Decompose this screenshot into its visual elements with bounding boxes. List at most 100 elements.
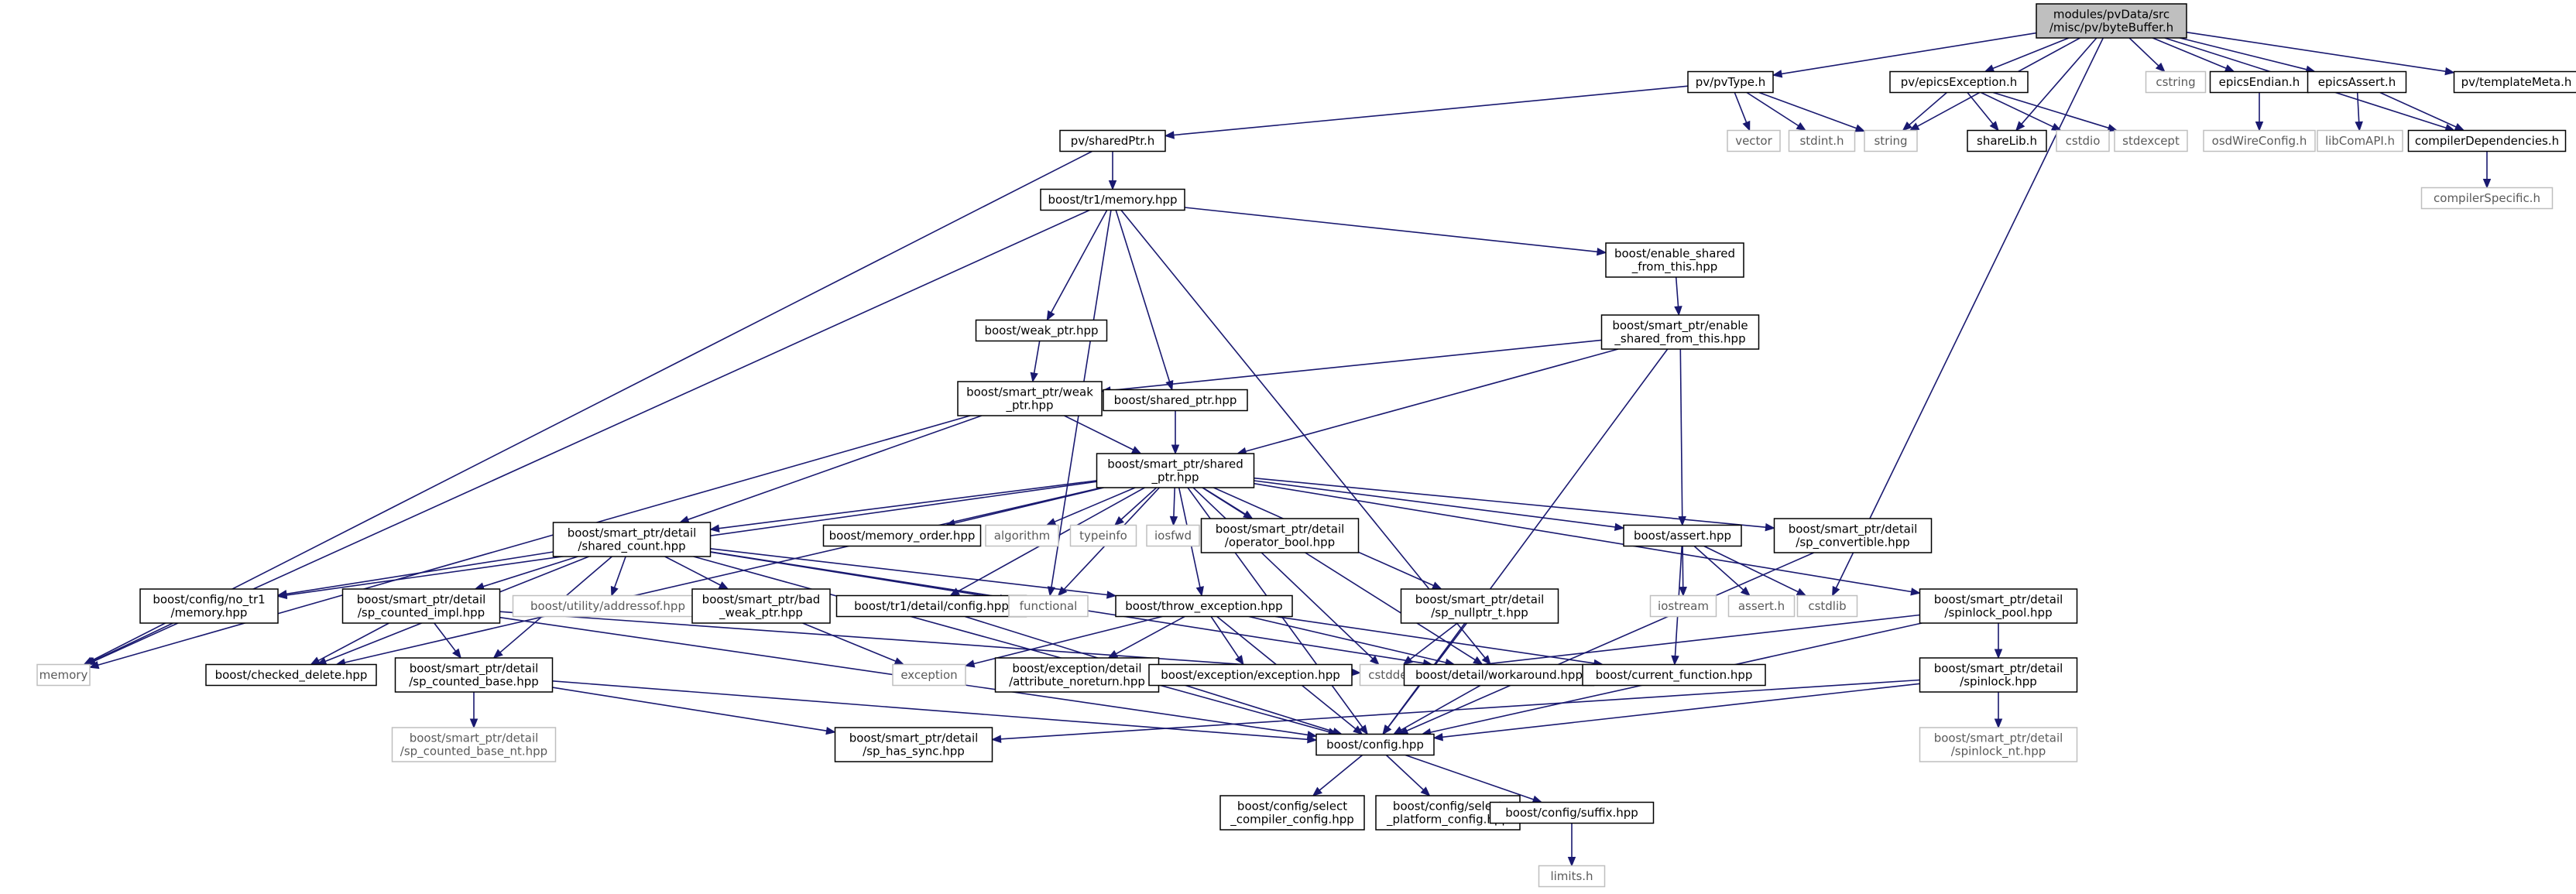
graph-node-assert[interactable]: boost/assert.hpp	[1623, 524, 1742, 547]
edge-compilerDependencies-to-compilerSpecific	[2482, 151, 2492, 189]
graph-node-memory: memory	[36, 663, 91, 687]
edge-sp-shared-ptr-to-sp-convertible	[1254, 477, 1775, 532]
graph-node-checked-delete[interactable]: boost/checked_delete.hpp	[205, 663, 377, 687]
graph-node-sp-weak-ptr[interactable]: boost/smart_ptr/weak_ptr.hpp	[957, 381, 1103, 416]
node-box	[2407, 129, 2567, 152]
graph-node-no-tr1-memory[interactable]: boost/config/no_tr1/memory.hpp	[139, 588, 279, 624]
graph-node-spinlock-pool[interactable]: boost/smart_ptr/detail/spinlock_pool.hpp	[1919, 588, 2078, 624]
node-label: functional	[1020, 599, 1078, 613]
edge-arrowhead	[1359, 724, 1368, 735]
graph-node-throw-exception[interactable]: boost/throw_exception.hpp	[1115, 594, 1293, 618]
node-label: /misc/pv/byteBuffer.h	[2049, 21, 2173, 35]
graph-node-workaround[interactable]: boost/detail/workaround.hpp	[1403, 663, 1595, 687]
node-label: _ptr.hpp	[1151, 471, 1199, 485]
edge-sp-nullptr-t-to-cstddef	[1402, 622, 1458, 666]
node-box	[1200, 518, 1360, 553]
edge-sp-shared-ptr-to-workaround	[1202, 487, 1484, 666]
graph-node-operator-bool[interactable]: boost/smart_ptr/detail/operator_bool.hpp	[1200, 518, 1360, 553]
node-box	[1582, 663, 1766, 687]
node-label: boost/smart_ptr/detail	[1934, 593, 2063, 608]
node-label: boost/config/suffix.hpp	[1505, 806, 1638, 820]
edge-arrowhead	[894, 657, 905, 665]
node-label: /shared_count.hpp	[578, 539, 685, 554]
graph-node-spinlock[interactable]: boost/smart_ptr/detail/spinlock.hpp	[1919, 657, 2078, 693]
node-label: libComAPI.h	[2325, 134, 2395, 148]
node-label: boost/weak_ptr.hpp	[984, 324, 1098, 338]
edge-arrowhead	[1796, 122, 1807, 132]
edge-line	[802, 622, 897, 663]
node-box	[994, 657, 1160, 693]
graph-node-compilerDependencies[interactable]: compilerDependencies.h	[2407, 129, 2567, 152]
graph-node-exception-exception[interactable]: boost/exception/exception.hpp	[1148, 663, 1353, 687]
graph-node-sp-counted-impl[interactable]: boost/smart_ptr/detail/sp_counted_impl.h…	[341, 588, 501, 624]
edge-workaround-to-boost-config	[1392, 684, 1481, 735]
graph-node-select-platform[interactable]: boost/config/select_platform_config.hpp	[1375, 795, 1521, 831]
node-label: _shared_from_this.hpp	[1614, 332, 1745, 347]
graph-node-select-compiler[interactable]: boost/config/select_compiler_config.hpp	[1219, 795, 1365, 831]
graph-node-root[interactable]: modules/pvData/src/misc/pv/byteBuffer.h	[2036, 3, 2187, 39]
edge-arrowhead	[1165, 380, 1174, 391]
graph-node-string: string	[1864, 129, 1918, 152]
graph-node-current-function[interactable]: boost/current_function.hpp	[1582, 663, 1766, 687]
node-box	[1040, 188, 1185, 211]
graph-node-suffix[interactable]: boost/config/suffix.hpp	[1489, 801, 1655, 824]
edge-arrowhead	[310, 656, 321, 666]
graph-node-epicsException[interactable]: pv/epicsException.h	[1889, 70, 2029, 94]
graph-node-attribute-noreturn[interactable]: boost/exception/detail/attribute_noretur…	[994, 657, 1160, 693]
node-label: boost/smart_ptr/detail	[849, 731, 979, 746]
edge-epicsAssert-to-compilerDependencies	[2379, 91, 2465, 132]
graph-node-pvType[interactable]: pv/pvType.h	[1687, 70, 1774, 94]
edge-arrowhead	[1402, 656, 1413, 666]
edge-arrowhead	[825, 726, 836, 735]
node-label: pv/epicsException.h	[1901, 75, 2018, 89]
node-box	[2209, 70, 2310, 94]
edge-line	[1184, 207, 1598, 253]
edge-arrowhead	[1597, 248, 1607, 256]
graph-node-tr1memory[interactable]: boost/tr1/memory.hpp	[1040, 188, 1185, 211]
graph-node-shared-count[interactable]: boost/smart_ptr/detail/shared_count.hpp	[552, 522, 712, 557]
graph-node-templateMeta[interactable]: pv/templateMeta.h	[2453, 70, 2576, 94]
edge-line	[1000, 679, 1920, 740]
edge-epicsException-to-stdexcept	[1992, 91, 2118, 132]
edge-line	[1115, 210, 1171, 382]
edge-line	[710, 548, 1108, 596]
graph-node-weak-ptr[interactable]: boost/weak_ptr.hpp	[975, 319, 1108, 342]
node-label: boost/detail/workaround.hpp	[1415, 668, 1583, 682]
edge-shared-count-to-throw-exception	[710, 548, 1117, 599]
graph-node-sharedPtr[interactable]: pv/sharedPtr.h	[1059, 129, 1166, 152]
edge-line	[1781, 32, 2037, 75]
graph-node-sp-counted-base[interactable]: boost/smart_ptr/detail/sp_counted_base.h…	[394, 657, 554, 693]
graph-node-iostream: iostream	[1649, 594, 1717, 618]
graph-node-boost-config[interactable]: boost/config.hpp	[1315, 733, 1435, 756]
edge-arrowhead	[1431, 581, 1442, 590]
graph-node-sp-shared-ptr[interactable]: boost/smart_ptr/shared_ptr.hpp	[1096, 453, 1255, 488]
edge-line	[1693, 545, 1744, 591]
edge-suffix-to-limits	[1567, 823, 1576, 867]
graph-node-epicsAssert[interactable]: epicsAssert.h	[2307, 70, 2407, 94]
edge-sp-counted-impl-to-checked-delete	[310, 622, 389, 666]
graph-node-bad-weak-ptr[interactable]: boost/smart_ptr/bad_weak_ptr.hpp	[691, 588, 831, 624]
edge-sp-shared-ptr-to-iosfwd	[1169, 487, 1178, 526]
edge-sp-weak-ptr-to-shared-count	[678, 415, 983, 524]
graph-node-sp-has-sync[interactable]: boost/smart_ptr/detail/sp_has_sync.hpp	[834, 727, 993, 762]
node-box	[1489, 801, 1655, 824]
node-label: boost/smart_ptr/enable	[1612, 319, 1748, 334]
graph-node-memory-order[interactable]: boost/memory_order.hpp	[822, 524, 982, 547]
graph-node-shared-ptr[interactable]: boost/shared_ptr.hpp	[1103, 389, 1248, 412]
graph-node-epicsEndian[interactable]: epicsEndian.h	[2209, 70, 2310, 94]
node-label: boost/smart_ptr/detail	[1934, 731, 2063, 746]
graph-node-osdWireConfig: osdWireConfig.h	[2203, 129, 2316, 152]
node-label: boost/config/no_tr1	[153, 593, 265, 608]
edge-root-to-cstring	[2128, 37, 2166, 73]
graph-node-tr1-config[interactable]: boost/tr1/detail/config.hpp	[835, 594, 1027, 618]
graph-node-shareLib[interactable]: shareLib.h	[1967, 129, 2047, 152]
graph-node-sp-enable-shared[interactable]: boost/smart_ptr/enable_shared_from_this.…	[1600, 314, 1760, 350]
edge-shared-ptr-to-sp-shared-ptr	[1171, 410, 1180, 455]
edge-arrowhead	[2454, 123, 2465, 132]
graph-node-sp-counted-base-nt: boost/smart_ptr/detail/sp_counted_base_n…	[391, 727, 557, 762]
node-label: _platform_config.hpp	[1386, 813, 1509, 827]
graph-node-sp-convertible[interactable]: boost/smart_ptr/detail/sp_convertible.hp…	[1773, 518, 1933, 553]
graph-node-sp-nullptr-t[interactable]: boost/smart_ptr/detail/sp_nullptr_t.hpp	[1400, 588, 1559, 624]
node-box	[1727, 129, 1781, 152]
graph-node-enable-shared[interactable]: boost/enable_shared_from_this.hpp	[1605, 242, 1744, 278]
